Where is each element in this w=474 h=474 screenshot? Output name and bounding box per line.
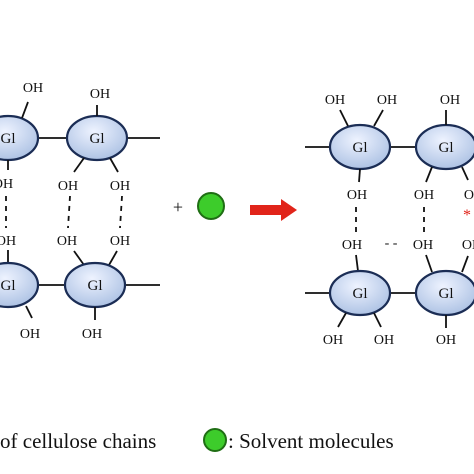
glucose-label: Gl <box>353 286 368 302</box>
hydroxyl-label: OH <box>90 87 110 102</box>
legend-solvent-text: : Solvent molecules <box>228 429 394 453</box>
bond-line <box>461 166 469 181</box>
solvent-intrusion-mark: * <box>463 207 471 224</box>
hydroxyl-label: OH <box>23 81 43 96</box>
hydroxyl-label: OH <box>414 188 434 203</box>
legend-solvent-icon <box>203 428 227 452</box>
glucose-label: Gl <box>439 286 454 302</box>
hydroxyl-label: OH <box>0 234 16 249</box>
hydroxyl-label: OH <box>325 93 345 108</box>
glucose-unit: Gl <box>414 123 474 171</box>
glucose-label: Gl <box>353 140 368 156</box>
glucose-label: Gl <box>439 140 454 156</box>
glucose-unit: Gl <box>0 261 40 309</box>
glucose-label: Gl <box>88 278 103 294</box>
bond-line <box>358 168 361 183</box>
glucose-unit: Gl <box>65 114 129 162</box>
hydroxyl-label: OH <box>0 177 13 192</box>
hydrogen-bond <box>119 195 123 229</box>
glucose-unit: Gl <box>63 261 127 309</box>
hydroxyl-label: OH <box>57 234 77 249</box>
glucose-label: Gl <box>1 278 16 294</box>
hydroxyl-label: OH <box>462 238 474 253</box>
hydroxyl-label: OH <box>347 188 367 203</box>
hydroxyl-label: OH <box>82 327 102 342</box>
bond-line <box>339 109 349 127</box>
glucose-unit: Gl <box>328 269 392 317</box>
hydrogen-bond-dash: - - <box>385 236 398 251</box>
bond-line <box>25 305 33 319</box>
left-cellulose-structure: Gl Gl OH OH OH OH OH OH OH OH Gl <box>0 81 160 342</box>
bond-line <box>21 101 29 119</box>
hydrogen-bond <box>67 195 71 229</box>
glucose-unit: Gl <box>328 123 392 171</box>
hydroxyl-label: OH <box>58 179 78 194</box>
hydroxyl-label: OH <box>413 238 433 253</box>
legend-cellulose-text: of cellulose chains <box>0 429 156 453</box>
glucose-label: Gl <box>90 131 105 147</box>
hydroxyl-label: OH <box>374 333 394 348</box>
bond-line <box>73 250 85 266</box>
hydroxyl-label: OH <box>110 234 130 249</box>
bond-line <box>108 250 118 266</box>
hydroxyl-label: OH <box>110 179 130 194</box>
glucose-unit: Gl <box>0 114 40 162</box>
glucose-unit: Gl <box>414 269 474 317</box>
bond-line <box>373 312 382 328</box>
hydroxyl-label: OH <box>440 93 460 108</box>
hydroxyl-label: OH <box>377 93 397 108</box>
hydroxyl-label: OH <box>464 188 474 203</box>
right-cellulose-structure: Gl Gl OH OH OH OH OH OH * OH - - OH OH <box>305 93 474 348</box>
bond-line <box>461 255 469 273</box>
red-arrow-right-icon <box>250 199 297 221</box>
hydroxyl-label: OH <box>323 333 343 348</box>
bond-line <box>373 109 384 127</box>
glucose-label: Gl <box>1 131 16 147</box>
bond-line <box>355 254 359 272</box>
legend: of cellulose chains : Solvent molecules <box>0 428 394 453</box>
plus-sign: + <box>173 197 183 217</box>
bond-line <box>425 166 433 183</box>
bond-line <box>337 312 347 328</box>
bond-line <box>73 157 85 173</box>
bond-line <box>425 254 433 273</box>
hydroxyl-label: OH <box>20 327 40 342</box>
bond-line <box>109 157 119 173</box>
hydroxyl-label: OH <box>436 333 456 348</box>
hydroxyl-label: OH <box>342 238 362 253</box>
solvent-molecule-icon <box>197 192 225 220</box>
